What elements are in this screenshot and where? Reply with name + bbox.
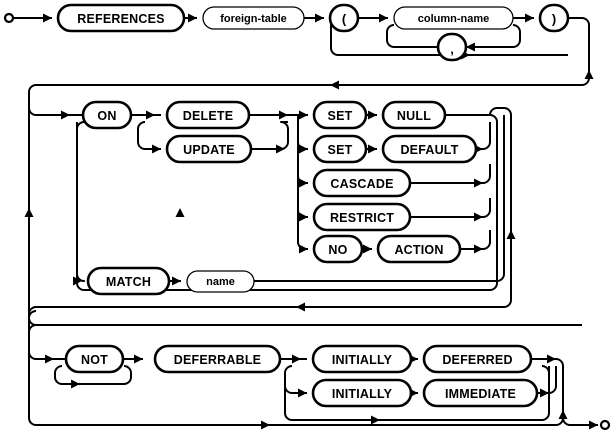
node-delete[interactable]: DELETE bbox=[165, 100, 251, 130]
node-match[interactable]: MATCH bbox=[86, 266, 171, 296]
node-foreign-table[interactable]: foreign-table bbox=[202, 6, 305, 30]
node-label: foreign-table bbox=[220, 13, 287, 25]
node-label: NO bbox=[328, 243, 347, 257]
node-immediate[interactable]: IMMEDIATE bbox=[422, 378, 539, 408]
node-default[interactable]: DEFAULT bbox=[381, 134, 478, 164]
node-label: DELETE bbox=[183, 109, 234, 123]
node-label: IMMEDIATE bbox=[445, 387, 516, 401]
node-label: RESTRICT bbox=[330, 211, 394, 225]
node-references[interactable]: REFERENCES bbox=[56, 3, 186, 33]
node-deferrable[interactable]: DEFERRABLE bbox=[153, 344, 282, 374]
node-column-name[interactable]: column-name bbox=[393, 6, 514, 30]
node-deferred[interactable]: DEFERRED bbox=[422, 344, 533, 374]
node-label: ) bbox=[552, 12, 556, 27]
node-action[interactable]: ACTION bbox=[376, 234, 462, 264]
node-name[interactable]: name bbox=[186, 270, 255, 293]
node-label: ACTION bbox=[394, 243, 443, 257]
node-label: INITIALLY bbox=[332, 353, 393, 367]
node-set-null[interactable]: SET bbox=[312, 100, 368, 130]
node-label: CASCADE bbox=[330, 177, 393, 191]
node-lparen[interactable]: ( bbox=[328, 3, 360, 33]
start-circle-icon bbox=[3, 12, 15, 24]
node-label: UPDATE bbox=[183, 143, 235, 157]
node-cascade[interactable]: CASCADE bbox=[312, 168, 412, 198]
node-label: SET bbox=[328, 143, 353, 157]
node-null[interactable]: NULL bbox=[381, 100, 447, 130]
node-label: ON bbox=[97, 109, 116, 123]
node-label: DEFERRABLE bbox=[174, 353, 261, 367]
node-label: ( bbox=[342, 12, 347, 27]
node-label: REFERENCES bbox=[77, 12, 164, 26]
node-label: SET bbox=[328, 109, 353, 123]
node-label: DEFERRED bbox=[442, 353, 512, 367]
node-label: INITIALLY bbox=[332, 387, 393, 401]
node-update[interactable]: UPDATE bbox=[165, 134, 253, 164]
node-comma[interactable]: , bbox=[436, 32, 468, 62]
node-no[interactable]: NO bbox=[312, 234, 364, 264]
node-label: NULL bbox=[397, 109, 431, 123]
node-on[interactable]: ON bbox=[81, 100, 133, 130]
node-label: name bbox=[206, 276, 235, 288]
node-initially-immediate[interactable]: INITIALLY bbox=[311, 378, 413, 408]
node-rparen[interactable]: ) bbox=[538, 3, 570, 33]
end-circle-icon bbox=[599, 419, 611, 431]
node-restrict[interactable]: RESTRICT bbox=[312, 202, 412, 232]
node-label: NOT bbox=[81, 353, 108, 367]
row-deferrable-tracks bbox=[28, 324, 598, 430]
node-label: MATCH bbox=[106, 275, 151, 289]
node-not[interactable]: NOT bbox=[64, 344, 125, 374]
node-label: DEFAULT bbox=[400, 143, 458, 157]
node-label: , bbox=[450, 42, 454, 57]
node-initially-deferred[interactable]: INITIALLY bbox=[311, 344, 413, 374]
node-set-default[interactable]: SET bbox=[312, 134, 368, 164]
node-label: column-name bbox=[418, 13, 490, 25]
